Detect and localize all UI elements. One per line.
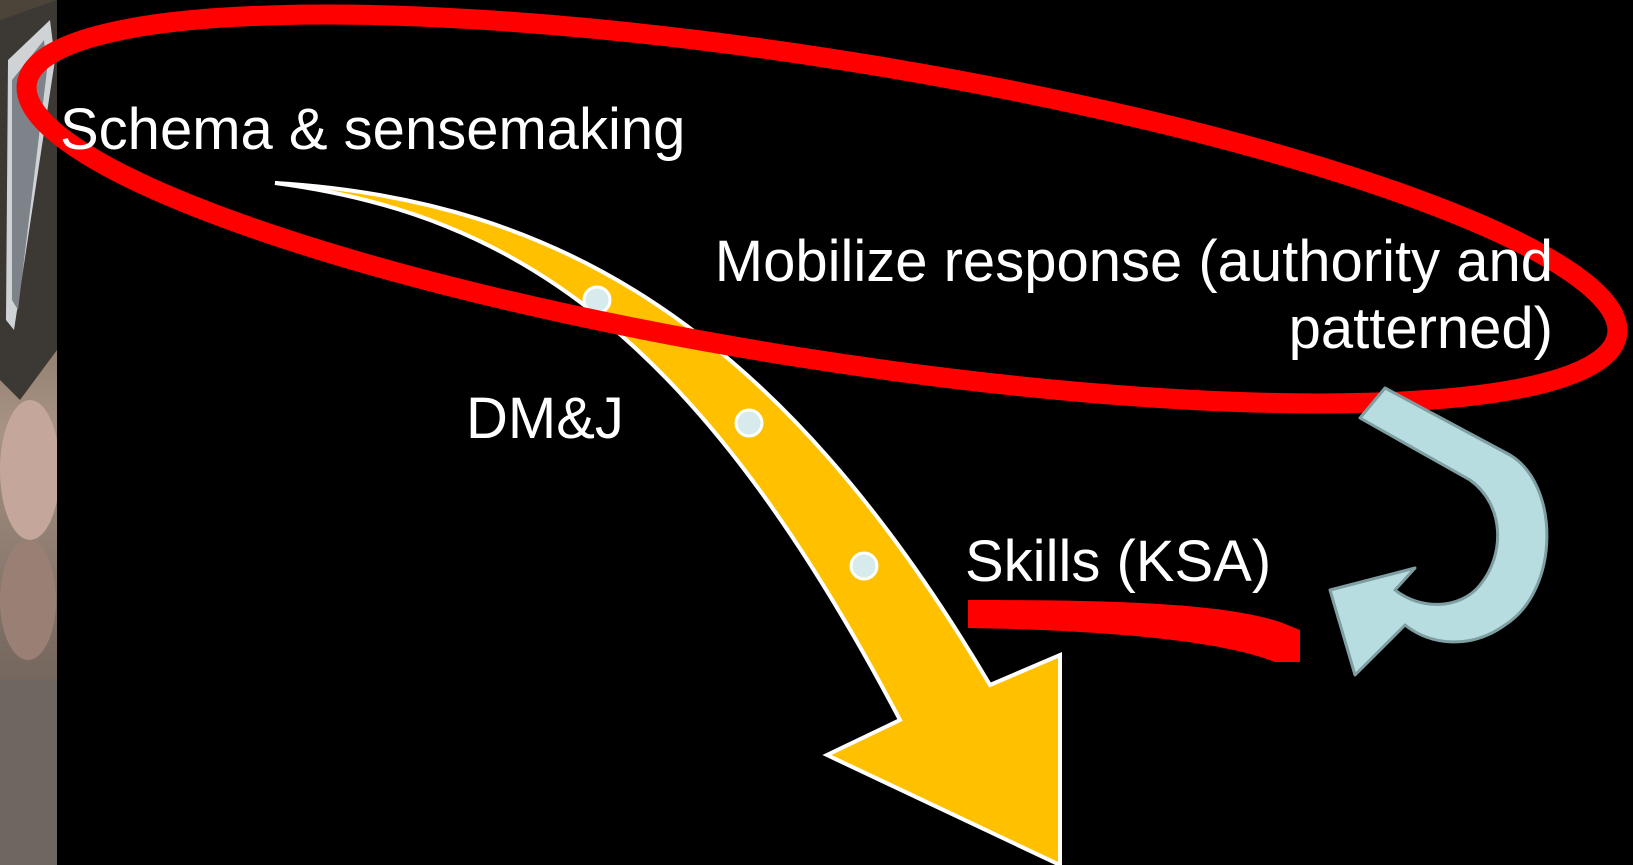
arrow-dot-2 — [734, 408, 764, 438]
main-flow-arrow — [274, 181, 1062, 865]
label-skills-ksa: Skills (KSA) — [965, 529, 1272, 594]
skills-underline — [968, 600, 1300, 662]
background-photo-strip — [0, 0, 57, 865]
label-mobilize-line2: patterned) — [1288, 296, 1553, 362]
highlight-ellipse — [16, 4, 1628, 414]
label-mobilize-line1: Mobilize response (authority and — [714, 229, 1553, 294]
label-dmj: DM&J — [466, 386, 624, 451]
return-arrow — [1328, 386, 1549, 677]
label-mobilize-response: Mobilize response (authority and pattern… — [715, 228, 1553, 363]
label-schema-sensemaking: Schema & sensemaking — [60, 97, 686, 162]
arrow-dot-3 — [849, 551, 879, 581]
